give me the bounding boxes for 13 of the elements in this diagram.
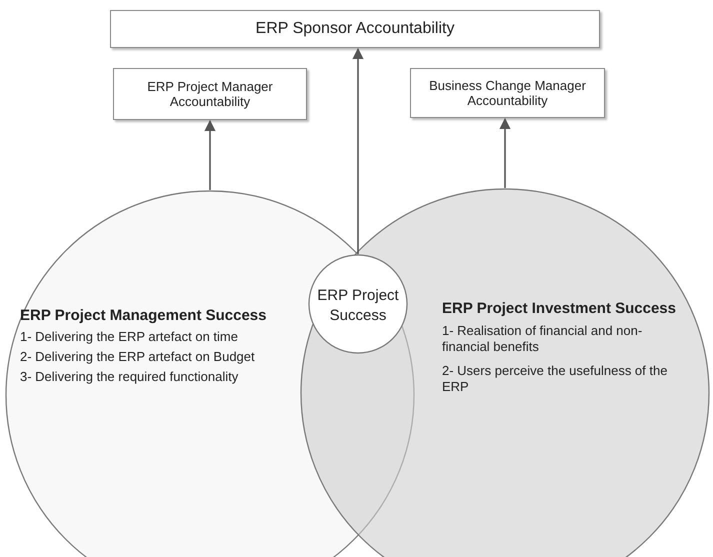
success-criterion: 3- Delivering the required functionality [20, 369, 240, 385]
success-criterion: 2- Users perceive the usefulness of the ERP [442, 363, 668, 395]
arrow [204, 120, 216, 190]
success-criterion: 1- Realisation of financial and non-financial benefits [442, 323, 644, 355]
success-criterion: 2- Delivering the ERP artefact on Budget [20, 349, 256, 365]
accountability-box: ERP Project Manager Accountability [113, 68, 307, 120]
success-criterion: 1- Delivering the ERP artefact on time [20, 329, 239, 345]
accountability-box: ERP Sponsor Accountability [110, 10, 600, 48]
accountability-box: Business Change Manager Accountability [410, 68, 605, 118]
circle-heading: ERP Project Management Success [20, 308, 268, 324]
circle-heading: ERP Project Investment Success [442, 301, 677, 317]
circle-label: ERP Project Success [316, 286, 400, 326]
arrow [499, 118, 511, 188]
